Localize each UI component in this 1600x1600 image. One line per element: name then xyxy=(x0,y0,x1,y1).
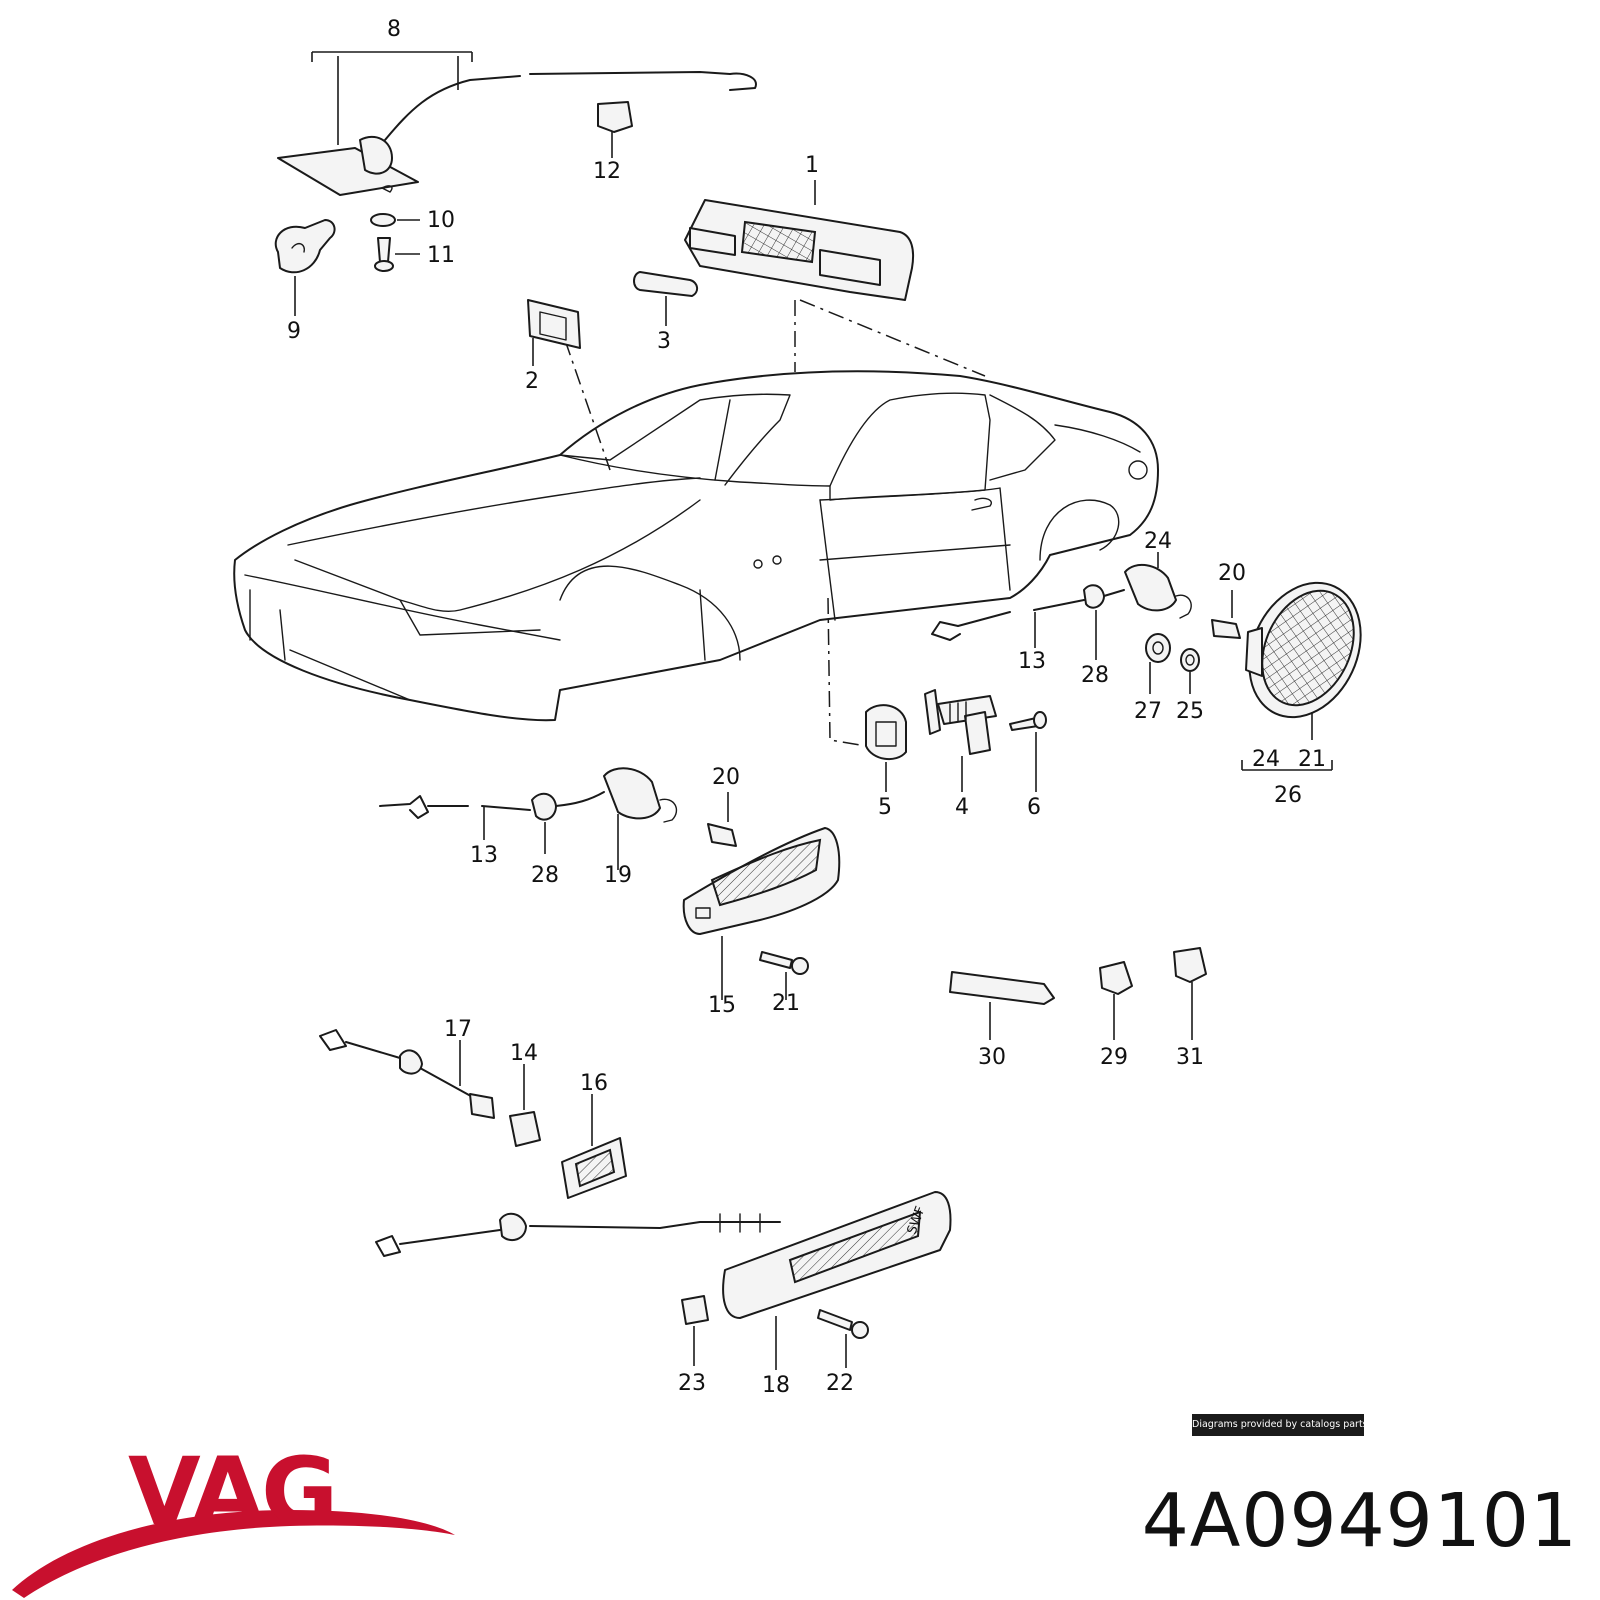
diagram-credit: Diagrams provided by catalogs parts xyxy=(1192,1414,1368,1436)
callout-17: 17 xyxy=(444,1017,472,1042)
part-18-marker-lamp: SWF xyxy=(722,1191,952,1319)
part-21-screw xyxy=(759,951,793,969)
callout-6: 6 xyxy=(1027,795,1041,820)
part-8-lamp-cable xyxy=(277,51,757,196)
callout-20-left: 20 xyxy=(712,765,740,790)
callout-30: 30 xyxy=(978,1045,1006,1070)
callout-25: 25 xyxy=(1176,699,1204,724)
callout-18: 18 xyxy=(762,1373,790,1398)
part-20-bulb xyxy=(1211,619,1241,639)
callout-28: 28 xyxy=(1081,663,1109,688)
callout-27: 27 xyxy=(1134,699,1162,724)
part-19-socket xyxy=(603,767,678,823)
callout-2: 2 xyxy=(525,369,539,394)
part-16-repeater xyxy=(561,1137,627,1199)
callout-22: 22 xyxy=(826,1371,854,1396)
part-27-nut xyxy=(1145,633,1171,663)
part-22-screw xyxy=(817,1309,853,1331)
part-31-clip xyxy=(1173,947,1207,983)
part-number: 4A0949101 xyxy=(1141,1478,1578,1564)
part-28-grommet xyxy=(1083,584,1105,609)
callout-21-left: 21 xyxy=(772,991,800,1016)
part-20-bulb-left xyxy=(707,823,737,847)
part-23-clip xyxy=(681,1295,709,1325)
callout-19: 19 xyxy=(604,863,632,888)
callout-12: 12 xyxy=(593,159,621,184)
callout-28-left: 28 xyxy=(531,863,559,888)
part-21-side-reflector xyxy=(1245,581,1362,719)
callout-9: 9 xyxy=(287,319,301,344)
callout-23: 23 xyxy=(678,1371,706,1396)
car-body xyxy=(233,370,1159,722)
callout-3: 3 xyxy=(657,329,671,354)
callout-11: 11 xyxy=(427,243,455,268)
callout-26: 26 xyxy=(1274,783,1302,808)
callout-5: 5 xyxy=(878,795,892,820)
callout-29: 29 xyxy=(1100,1045,1128,1070)
part-30-pad xyxy=(949,971,1055,1005)
part-1-dome-lamp xyxy=(684,199,915,301)
callout-16: 16 xyxy=(580,1071,608,1096)
part-15-indicator-lens xyxy=(682,827,841,935)
callout-13-left: 13 xyxy=(470,843,498,868)
part-5-grommet xyxy=(865,704,907,761)
callout-24: 24 xyxy=(1144,529,1172,554)
part-4-door-contact xyxy=(924,689,997,755)
callout-labels: 8 12 1 10 11 9 3 2 24 20 13 28 27 25 21 … xyxy=(287,17,1326,1398)
part-24-socket xyxy=(1124,563,1192,619)
callout-4: 4 xyxy=(955,795,969,820)
part-11-screw xyxy=(377,237,391,263)
callout-14: 14 xyxy=(510,1041,538,1066)
callout-1: 1 xyxy=(805,153,819,178)
part-2-switch xyxy=(527,299,581,349)
callout-10: 10 xyxy=(427,208,455,233)
callout-31: 31 xyxy=(1176,1045,1204,1070)
part-25-washer xyxy=(1180,648,1200,672)
part-3-bulb xyxy=(633,271,698,297)
brand-logo: VAG xyxy=(128,1438,338,1547)
brand-swoosh xyxy=(12,1510,455,1598)
part-9-bulb xyxy=(274,219,336,274)
part-13-cable xyxy=(931,599,1085,641)
callout-13: 13 xyxy=(1018,649,1046,674)
part-14-bulb-holder xyxy=(509,1111,541,1147)
part-28-grommet-left xyxy=(531,792,557,821)
callout-20: 20 xyxy=(1218,561,1246,586)
part-29-clip xyxy=(1099,961,1133,995)
part-10-washer xyxy=(370,213,396,227)
part-12-clip xyxy=(597,101,633,133)
part-13-cable-left xyxy=(379,795,531,819)
callout-21: 21 xyxy=(1298,747,1326,772)
callout-15: 15 xyxy=(708,993,736,1018)
callout-24-assembly: 24 xyxy=(1252,747,1280,772)
part-17-cable xyxy=(319,1029,479,1101)
callout-8: 8 xyxy=(387,17,401,42)
